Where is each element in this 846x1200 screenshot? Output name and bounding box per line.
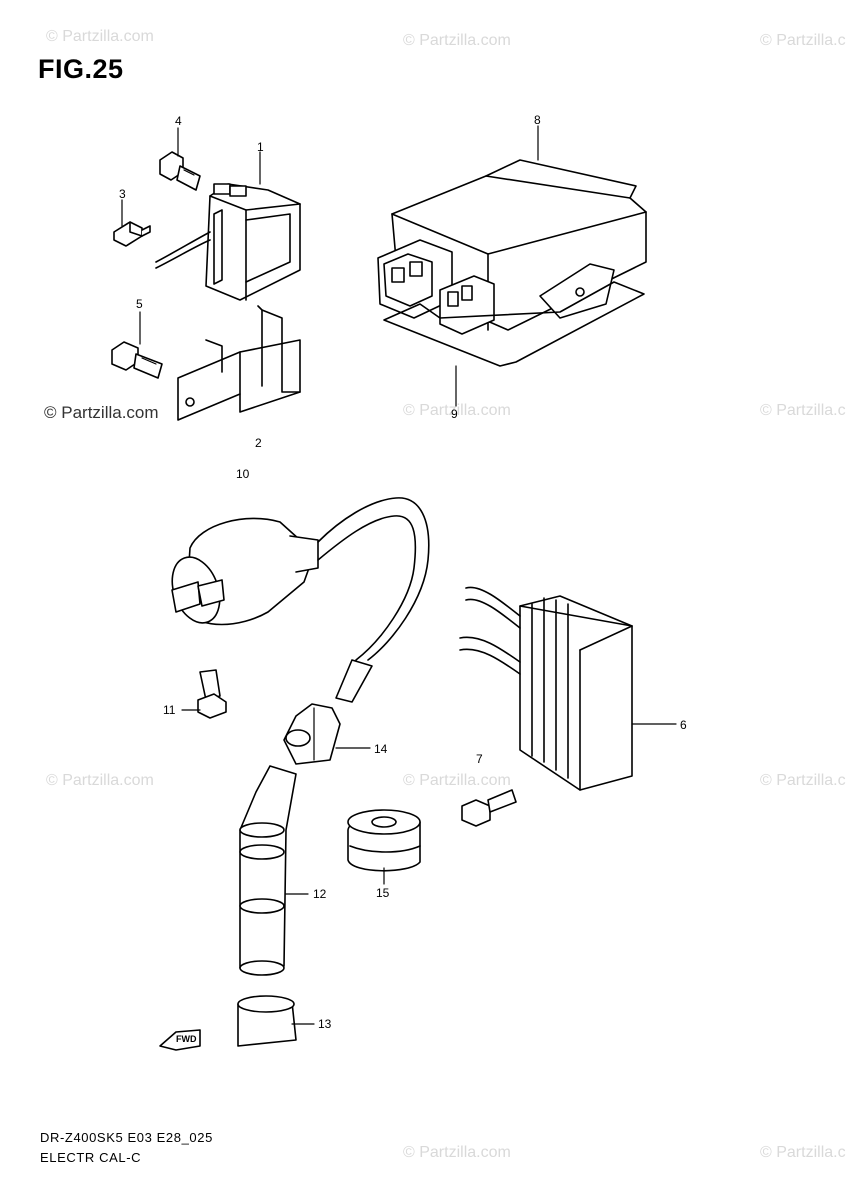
callout-6: 6 [680, 718, 687, 732]
callout-12: 12 [313, 887, 327, 901]
callout-1: 1 [257, 140, 264, 154]
watermark: © Partzilla.com [760, 402, 846, 419]
callout-8: 8 [534, 113, 541, 127]
callout-7: 7 [476, 752, 483, 766]
figure-title: FIG.25 [38, 54, 124, 84]
part-5-bolt [111, 341, 163, 379]
callout-2: 2 [255, 436, 262, 450]
part-4-bolt [159, 151, 201, 191]
part-14-plug-boot [283, 703, 341, 765]
watermark: © Partzilla.com [760, 32, 846, 49]
callout-15: 15 [376, 886, 390, 900]
fwd-label: FWD [176, 1034, 197, 1044]
part-11-bolt [197, 669, 227, 719]
watermark: © Partzilla.com [46, 772, 154, 789]
watermark: © Partzilla.com [760, 1144, 846, 1161]
callout-11: 11 [163, 703, 176, 717]
callout-13: 13 [318, 1017, 332, 1031]
watermark: © Partzilla.com [403, 402, 511, 419]
part-2-bracket [177, 305, 301, 421]
footer-section: ELECTR CAL-C [40, 1150, 142, 1165]
fwd-arrow-icon [159, 1029, 201, 1051]
part-8-cdi-unit [377, 159, 647, 335]
callout-14: 14 [374, 742, 388, 756]
leader-lines [121, 125, 677, 1025]
watermark: © Partzilla.com [403, 1144, 511, 1161]
watermark-dark: © Partzilla.com [44, 403, 159, 422]
part-10-ignition-coil [171, 497, 430, 703]
callout-5: 5 [136, 297, 143, 311]
part-6-regulator [459, 586, 633, 791]
part-7-bolt [461, 789, 517, 827]
callout-9: 9 [451, 407, 458, 421]
watermark: © Partzilla.com [760, 772, 846, 789]
part-12-plug-cap [239, 765, 297, 976]
callout-10: 10 [236, 467, 250, 481]
watermark: © Partzilla.com [403, 32, 511, 49]
footer-model-code: DR-Z400SK5 E03 E28_025 [40, 1130, 213, 1145]
watermark: © Partzilla.com [403, 772, 511, 789]
callout-4: 4 [175, 114, 182, 128]
part-1-unit [155, 183, 301, 301]
part-15-grommet [347, 809, 421, 872]
callout-3: 3 [119, 187, 126, 201]
part-3-terminal [113, 221, 151, 247]
part-13-cover [237, 995, 297, 1047]
watermark: © Partzilla.com [46, 28, 154, 45]
part-9-pad [383, 281, 645, 367]
